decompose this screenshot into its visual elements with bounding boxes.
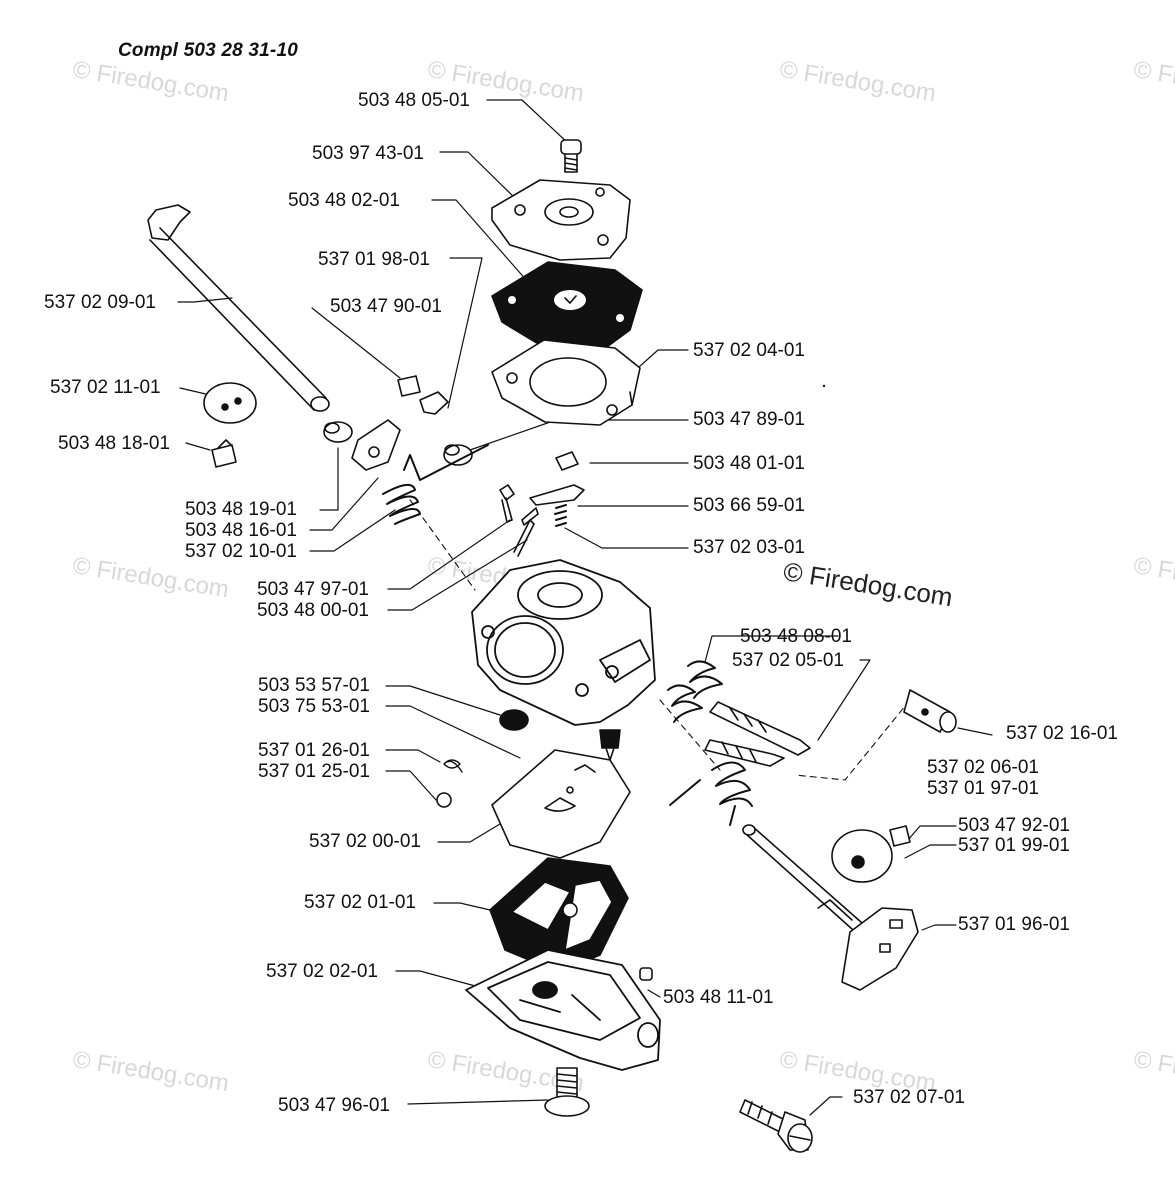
limiter-cap bbox=[903, 689, 957, 733]
throttle-lever bbox=[351, 419, 401, 471]
pump-cover bbox=[491, 179, 631, 261]
part-label: 503 47 96-01 bbox=[278, 1095, 390, 1116]
filter-screw bbox=[639, 967, 653, 981]
part-label: 503 48 01-01 bbox=[693, 453, 805, 474]
part-label: 537 02 00-01 bbox=[309, 831, 421, 852]
choke-plate bbox=[831, 825, 911, 883]
carburetor-body bbox=[471, 559, 656, 726]
part-label: 537 01 96-01 bbox=[958, 914, 1070, 935]
part-label: 503 47 89-01 bbox=[693, 409, 805, 430]
choke-shaft bbox=[742, 824, 919, 991]
check-valve-parts bbox=[436, 709, 621, 808]
part-label: 537 02 07-01 bbox=[853, 1087, 965, 1108]
metering-diaphragm bbox=[491, 749, 631, 859]
inlet-needle bbox=[499, 484, 539, 557]
throttle-shaft bbox=[147, 204, 330, 412]
choke-spring bbox=[669, 761, 753, 826]
part-label: 503 48 18-01 bbox=[58, 433, 170, 454]
part-label: 503 48 08-01 bbox=[740, 626, 852, 647]
part-label: 537 02 02-01 bbox=[266, 961, 378, 982]
pump-body-cover bbox=[465, 949, 661, 1071]
stray-dot bbox=[822, 384, 826, 388]
part-label: 503 47 92-01 bbox=[958, 815, 1070, 836]
part-label: 537 02 04-01 bbox=[693, 340, 805, 361]
pump-gasket bbox=[491, 339, 641, 426]
adjust-needles bbox=[667, 660, 811, 767]
lower-gasket bbox=[489, 857, 629, 973]
plate-screw bbox=[211, 439, 237, 468]
part-label: 537 02 16-01 bbox=[1006, 723, 1118, 744]
metering-lever bbox=[529, 451, 585, 527]
lever-screw bbox=[397, 375, 449, 415]
part-label: 503 48 00-01 bbox=[257, 600, 369, 621]
part-label: 537 01 99-01 bbox=[958, 835, 1070, 856]
part-label: 503 47 97-01 bbox=[257, 579, 369, 600]
part-label: 503 48 19-01 bbox=[185, 499, 297, 520]
lever-spring bbox=[382, 444, 489, 525]
part-label: 537 01 26-01 bbox=[258, 740, 370, 761]
part-label: 503 97 43-01 bbox=[312, 143, 424, 164]
part-label: 537 01 98-01 bbox=[318, 249, 430, 270]
part-label: 537 02 11-01 bbox=[50, 377, 161, 398]
part-label: 537 02 03-01 bbox=[693, 537, 805, 558]
part-label: 503 66 59-01 bbox=[693, 495, 805, 516]
assembly-title: Compl 503 28 31-10 bbox=[118, 40, 298, 61]
part-label: 503 48 11-01 bbox=[663, 987, 774, 1008]
cover-screw bbox=[560, 139, 582, 173]
part-label: 503 53 57-01 bbox=[258, 675, 370, 696]
part-label: 537 02 09-01 bbox=[44, 292, 156, 313]
part-label: 503 48 16-01 bbox=[185, 520, 297, 541]
part-label: 503 48 05-01 bbox=[358, 90, 470, 111]
cover-bolt bbox=[544, 1067, 590, 1117]
part-label: 537 02 01-01 bbox=[304, 892, 416, 913]
part-label: 537 01 25-01 bbox=[258, 761, 370, 782]
part-label: 537 02 10-01 bbox=[185, 541, 297, 562]
pump-diaphragm bbox=[491, 261, 643, 353]
part-label: 537 02 05-01 bbox=[732, 650, 844, 671]
assembly-guides bbox=[409, 499, 911, 1011]
part-label: 503 75 53-01 bbox=[258, 696, 370, 717]
part-label: 503 48 02-01 bbox=[288, 190, 400, 211]
throttle-plate bbox=[203, 382, 257, 424]
part-label: 537 02 06-01 bbox=[927, 757, 1039, 778]
part-label: 503 47 90-01 bbox=[330, 296, 442, 317]
bushings bbox=[323, 421, 473, 466]
idle-screw bbox=[739, 1099, 813, 1153]
part-label: 537 01 97-01 bbox=[927, 778, 1039, 799]
